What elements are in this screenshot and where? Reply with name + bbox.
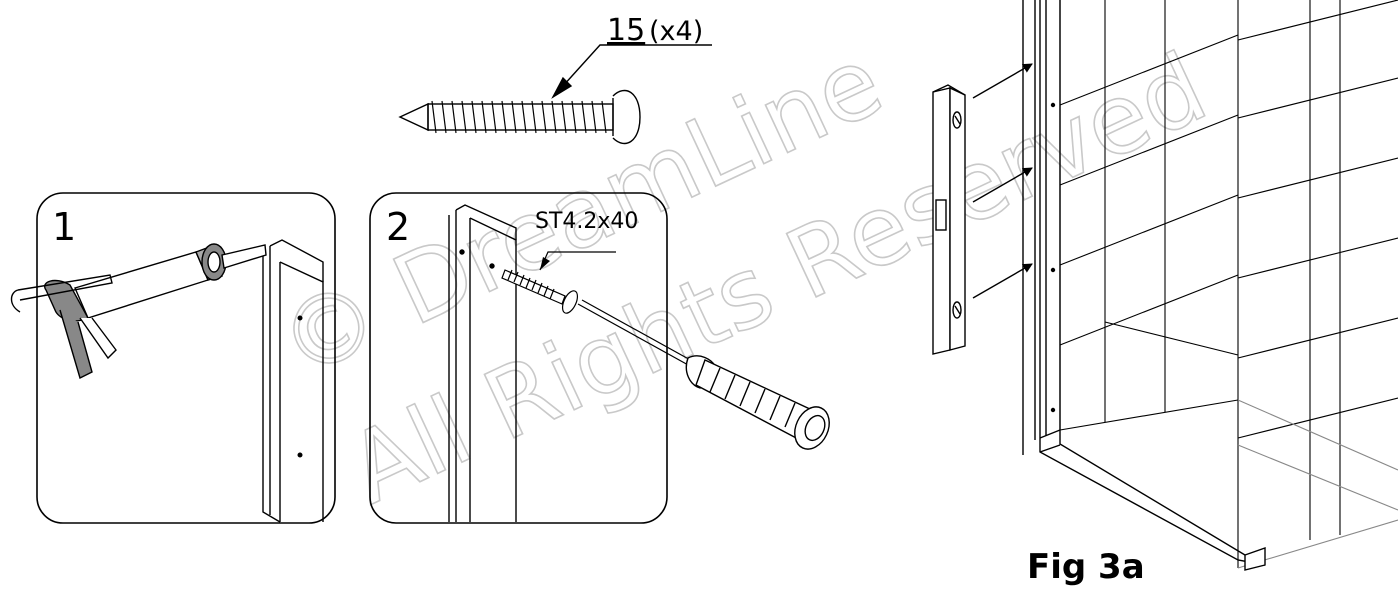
step-2-number-label: 2 (386, 205, 410, 249)
screw-part-number: 15 (607, 13, 645, 48)
figure-caption: Fig 3a (1027, 547, 1145, 587)
screw-detail (398, 44, 712, 144)
step-1-number: 1 (52, 205, 76, 249)
step-1-frame (36, 192, 336, 524)
level-arrow-middle (972, 167, 1033, 203)
step-2-frame (369, 192, 668, 524)
step-2-panel: 1 2 ST4.2x40 (369, 192, 830, 524)
level-arrow-bottom (972, 263, 1033, 299)
wall-jamb (1022, 0, 1061, 455)
screw-leader-arrow (551, 76, 573, 99)
wall-channel (448, 204, 517, 522)
watermark: © DreamLine All Rights Reserved (262, 24, 1224, 526)
screw-head (612, 90, 641, 144)
screw-spec-label: ST4.2x40 (535, 209, 638, 234)
level-arrow-top (972, 63, 1033, 99)
screw-threads (431, 100, 607, 134)
fig-3a-drawing (932, 0, 1398, 571)
tile-wall (1059, 0, 1398, 569)
shower-base-curb (1039, 430, 1266, 571)
wall-profile (262, 239, 324, 523)
caulk-gun-icon (10, 243, 267, 380)
screw-leader-line (552, 44, 712, 98)
mounting-screw-icon (501, 269, 579, 314)
screw-tip (398, 102, 429, 132)
screwdriver-icon (577, 299, 830, 450)
screw-quantity: (x4) (649, 16, 703, 47)
screw-spec-arrow (540, 257, 550, 270)
step-1-panel: 1 (10, 192, 336, 524)
spirit-level-icon (932, 84, 966, 355)
